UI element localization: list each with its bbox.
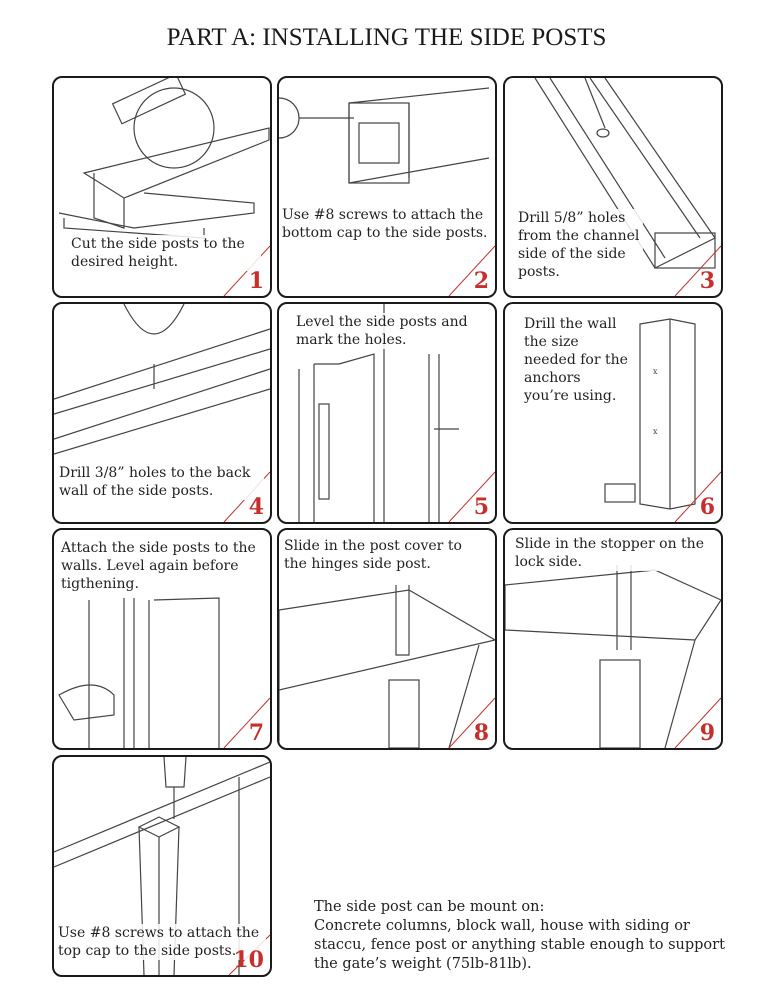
step-panel-4: Drill 3/8” holes to the back wall of the… xyxy=(52,302,272,524)
post-cover-illustration xyxy=(279,585,495,748)
note-heading: The side post can be mount on: xyxy=(314,899,545,915)
miter-saw-illustration xyxy=(58,78,270,239)
step-number: 1 xyxy=(248,268,264,294)
step-number: 10 xyxy=(233,947,264,973)
step-panel-7: Attach the side posts to the walls. Leve… xyxy=(52,528,272,750)
step-panel-6: x x Drill the wall the size needed for t… xyxy=(503,302,723,524)
attach-posts-illustration xyxy=(58,597,220,748)
top-cap-drill-illustration xyxy=(54,757,270,975)
step-text: Slide in the stopper on the lock side. xyxy=(515,535,715,571)
mounting-note: The side post can be mount on: Concrete … xyxy=(314,898,744,974)
step-panel-5: Level the side posts and mark the holes.… xyxy=(277,302,497,524)
step-number: 5 xyxy=(473,494,489,520)
step-number: 4 xyxy=(248,494,264,520)
step-text: Attach the side posts to the walls. Leve… xyxy=(61,539,266,593)
step-text: Drill the wall the size needed for the a… xyxy=(524,315,629,405)
step-panel-8: Slide in the post cover to the hinges si… xyxy=(277,528,497,750)
step-panel-2: Use #8 screws to attach the bottom cap t… xyxy=(277,76,497,298)
channel-drill-illustration xyxy=(534,78,716,269)
wall-drill-illustration: x x xyxy=(604,318,696,510)
step-text: Use #8 screws to attach the bottom cap t… xyxy=(282,206,492,242)
step-text: Slide in the post cover to the hinges si… xyxy=(284,537,489,573)
step-number: 7 xyxy=(248,720,264,746)
page-title: PART A: INSTALLING THE SIDE POSTS xyxy=(166,24,607,51)
step-text: Level the side posts and mark the holes. xyxy=(296,313,486,349)
back-wall-drill-illustration xyxy=(54,304,270,455)
step-text: Cut the side posts to the desired height… xyxy=(71,235,261,271)
step-number: 6 xyxy=(699,494,715,520)
svg-text:x: x xyxy=(653,367,658,376)
stopper-illustration xyxy=(505,565,721,748)
level-posts-illustration xyxy=(298,304,459,522)
step-number: 8 xyxy=(473,720,489,746)
step-text: Use #8 screws to attach the top cap to t… xyxy=(58,924,266,960)
step-panel-10: Use #8 screws to attach the top cap to t… xyxy=(52,755,272,977)
step-number: 2 xyxy=(473,268,489,294)
step-text: Drill 3/8” holes to the back wall of the… xyxy=(59,464,264,500)
step-text: Drill 5/8” holes from the channel side o… xyxy=(518,209,643,281)
step-panel-3: Drill 5/8” holes from the channel side o… xyxy=(503,76,723,298)
step-number: 3 xyxy=(699,268,715,294)
step-number: 9 xyxy=(699,720,715,746)
bottom-cap-drill-illustration xyxy=(279,87,490,184)
step-panel-1: Cut the side posts to the desired height… xyxy=(52,76,272,298)
note-body: Concrete columns, block wall, house with… xyxy=(314,918,725,972)
step-panel-9: Slide in the stopper on the lock side. 9 xyxy=(503,528,723,750)
svg-text:x: x xyxy=(653,427,658,436)
